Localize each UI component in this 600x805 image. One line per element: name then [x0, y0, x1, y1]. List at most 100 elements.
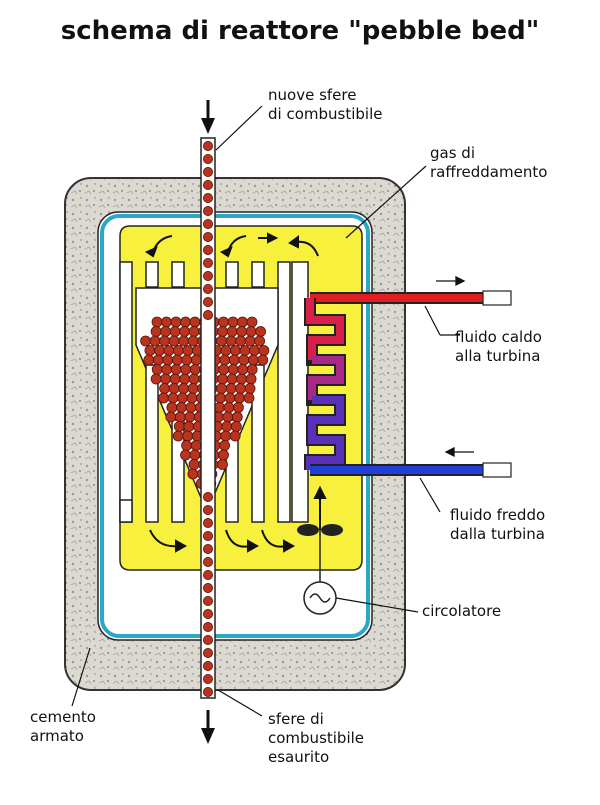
- fuel-pebble: [218, 449, 229, 461]
- fuel-pebble: [236, 373, 248, 385]
- fuel-pebble: [238, 354, 250, 366]
- chute-pebble: [202, 153, 213, 164]
- fuel-pebble: [190, 354, 202, 366]
- label-new-fuel: nuove sfere di combustibile: [268, 86, 383, 123]
- chute-pebble: [202, 622, 213, 633]
- chute-pebble: [202, 557, 213, 568]
- fuel-pebble: [254, 335, 266, 347]
- fuel-pebble: [187, 383, 199, 394]
- fuel-pebble: [226, 373, 238, 385]
- label-concrete: cemento armato: [30, 708, 96, 745]
- fuel-pebble: [225, 383, 237, 394]
- chute-pebble: [202, 270, 213, 281]
- fuel-pebble: [181, 440, 193, 451]
- fuel-pebble: [237, 316, 248, 328]
- fuel-pebble: [190, 440, 202, 451]
- chute-pebble: [202, 674, 213, 685]
- fuel-pebble: [173, 421, 185, 432]
- chute-pebble: [202, 635, 213, 646]
- fuel-pebble: [179, 326, 191, 337]
- fuel-pebble: [174, 411, 186, 423]
- chute-pebble: [202, 205, 213, 216]
- fuel-pebble: [184, 411, 196, 423]
- chute-pebble: [202, 244, 213, 255]
- fuel-pebble: [235, 335, 247, 347]
- fuel-pebble: [149, 335, 161, 347]
- fuel-pebble: [178, 383, 190, 394]
- fuel-pebble: [172, 345, 184, 356]
- chute-pebble: [202, 648, 213, 659]
- fuel-pebble: [243, 392, 255, 404]
- fuel-pebble: [165, 411, 177, 423]
- fuel-pebble: [187, 468, 199, 480]
- chute-pebble: [202, 570, 213, 581]
- fuel-pebble: [160, 326, 172, 337]
- fuel-pebble: [227, 316, 239, 328]
- fuel-pebble: [213, 402, 225, 413]
- fuel-pebble: [227, 364, 239, 375]
- fuel-pebble: [257, 354, 269, 366]
- pipe-ends: [482, 290, 512, 478]
- fuel-pebble: [140, 335, 152, 347]
- chute-pebble: [202, 491, 213, 502]
- chute-pebble: [202, 544, 213, 555]
- fuel-pebble: [159, 383, 171, 394]
- fuel-pebble: [153, 345, 165, 356]
- fuel-pebble: [244, 335, 256, 347]
- chute-pebble: [202, 309, 213, 320]
- fuel-pebble: [182, 345, 194, 356]
- fuel-pebble: [189, 364, 201, 375]
- chute-pebble: [202, 140, 213, 151]
- fuel-pebble: [255, 326, 267, 337]
- fuel-pebble: [170, 316, 182, 328]
- fuel-pebble: [167, 392, 179, 404]
- chute-pebble: [202, 283, 213, 294]
- fuel-pebble: [226, 326, 238, 337]
- chute-pebble: [202, 296, 213, 307]
- chute-pebble: [202, 166, 213, 177]
- fuel-pebble: [236, 326, 248, 337]
- chute-pebble: [202, 218, 213, 229]
- fuel-pebble: [188, 459, 200, 470]
- chute-pebble: [202, 661, 213, 672]
- fuel-pebble: [220, 430, 232, 442]
- fuel-pebble: [216, 335, 228, 347]
- label-cold-fluid: fluido freddo dalla turbina: [450, 506, 546, 543]
- fuel-pebble: [143, 354, 155, 366]
- fuel-pebble: [150, 326, 162, 337]
- fuel-pebble: [163, 345, 175, 356]
- fuel-pebble: [246, 364, 258, 375]
- fuel-pebble: [178, 335, 190, 347]
- fuel-pebble: [175, 402, 187, 413]
- fuel-pebble: [188, 326, 200, 337]
- fuel-pebble: [231, 411, 243, 423]
- fuel-pebble: [180, 364, 192, 375]
- fuel-pebble: [152, 354, 164, 366]
- fuel-pebble: [219, 354, 231, 366]
- fuel-pebble: [188, 373, 200, 385]
- lower-channels: [145, 364, 265, 523]
- callout-lines: [71, 105, 460, 717]
- fuel-pebble: [229, 430, 241, 442]
- fuel-pebble: [217, 459, 228, 470]
- fuel-pebble: [169, 326, 181, 337]
- fuel-pebble: [245, 373, 257, 385]
- chute-pebble: [202, 596, 213, 607]
- fuel-pebble: [171, 354, 183, 366]
- label-circulator: circolatore: [422, 602, 502, 620]
- fuel-pebble: [235, 383, 247, 394]
- fuel-pebble: [161, 364, 173, 375]
- chute-pebble: [202, 518, 213, 529]
- fuel-pebble: [186, 392, 198, 404]
- chute-pebble: [202, 231, 213, 242]
- fuel-pebble: [216, 383, 228, 394]
- label-spent-fuel: sfere di combustibile esaurito: [268, 710, 365, 766]
- fuel-pebble: [150, 373, 162, 385]
- fuel-pebble: [232, 402, 244, 413]
- fuel-pebble: [220, 345, 232, 356]
- fuel-pebble: [223, 402, 235, 413]
- fuel-pebble: [161, 316, 172, 328]
- reflector-channels: [119, 261, 291, 523]
- fuel-pebble: [189, 316, 201, 328]
